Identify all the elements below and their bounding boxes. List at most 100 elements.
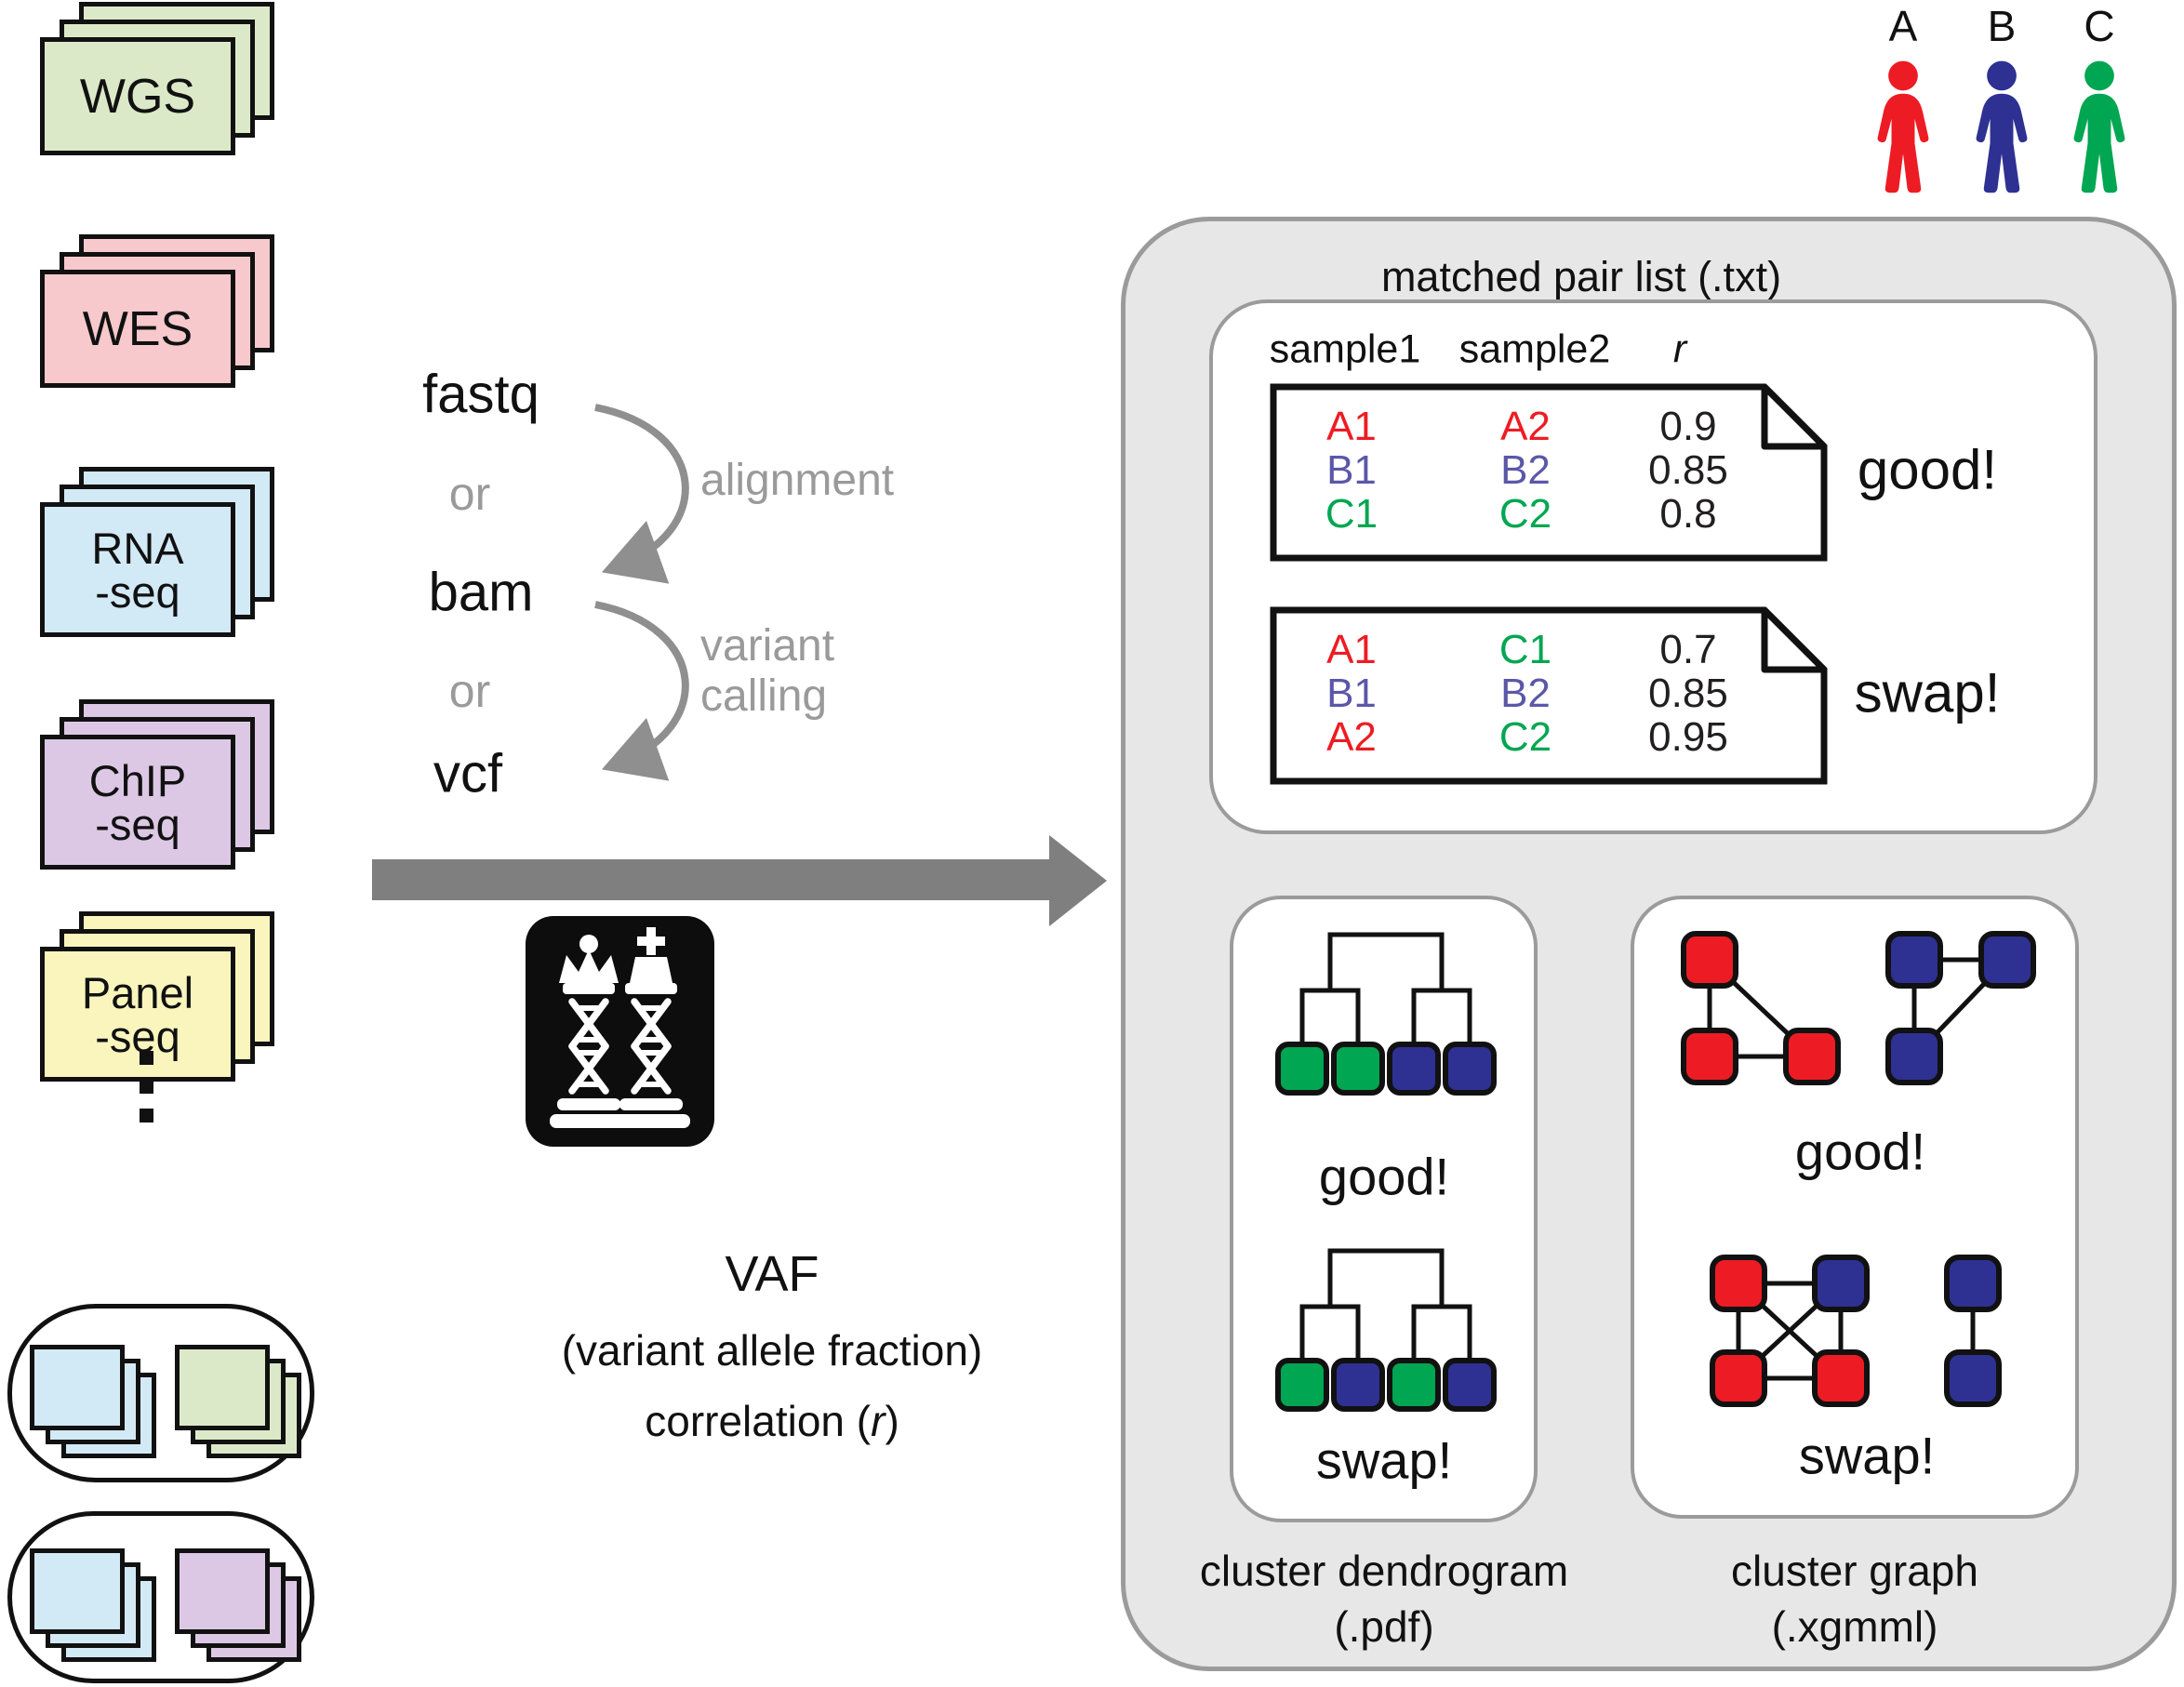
correlation-close: ) <box>885 1397 899 1445</box>
chess-pieces-graphic <box>550 927 690 1128</box>
table-cell: 0.8 <box>1659 491 1717 537</box>
card-front: Panel -seq <box>40 947 235 1082</box>
table-cell: 0.7 <box>1659 627 1717 672</box>
table-cell: A2 <box>1500 404 1551 449</box>
verdict-good-dendrogram: good! <box>1318 1147 1450 1206</box>
person-label-b: B <box>1987 2 2017 50</box>
stack-label: Panel -seq <box>81 967 194 1061</box>
folded-corner <box>1761 383 1828 450</box>
dot <box>140 1080 153 1094</box>
alignment-label: alignment <box>700 456 895 505</box>
dendrogram-leaf <box>1387 1358 1441 1412</box>
r-symbol: r <box>871 1397 886 1445</box>
verdict-good-graph: good! <box>1794 1122 1926 1181</box>
dendrogram-leaf <box>1331 1358 1385 1412</box>
graph-node <box>1812 1255 1870 1312</box>
graph-node <box>1681 1028 1738 1085</box>
dot <box>140 1109 153 1122</box>
table-cell: 0.85 <box>1648 447 1728 493</box>
person-icon-a <box>1877 60 1929 193</box>
dendrogram-leaf <box>1387 1042 1441 1096</box>
stack-label: RNA -seq <box>91 523 184 617</box>
cluster-graph-swap <box>1710 1255 2002 1407</box>
table-cell: A2 <box>1326 714 1377 760</box>
mixed-group-2 <box>7 1511 314 1683</box>
cluster-graph-good <box>1681 931 2036 1085</box>
dendrogram-leaf <box>1275 1358 1329 1412</box>
main-flow-arrow <box>372 835 1107 926</box>
mini-card-front <box>175 1548 270 1634</box>
verdict-good-table: good! <box>1857 438 1998 501</box>
dendrogram-good <box>1275 932 1497 1096</box>
card-front: RNA -seq <box>40 502 235 637</box>
column-header-sample2: sample2 <box>1458 326 1611 372</box>
table-cell: C2 <box>1498 714 1552 760</box>
or-label: or <box>448 665 491 717</box>
mini-card-front <box>175 1345 270 1430</box>
graph-node <box>1681 931 1738 989</box>
graph-node <box>1710 1349 1767 1407</box>
stack-label: WES <box>82 301 193 356</box>
person-silhouette <box>2073 60 2125 193</box>
mixed-group-1 <box>7 1304 314 1482</box>
vaf-correlation-line: correlation (r) <box>645 1396 899 1446</box>
card-front: WES <box>40 270 235 388</box>
table-cell: C2 <box>1498 491 1552 537</box>
dendrogram-leaf <box>1443 1042 1497 1096</box>
pair-list-document-1 <box>1270 383 1828 562</box>
table-cell: 0.9 <box>1659 404 1717 449</box>
graph-node <box>1944 1255 2002 1312</box>
verdict-swap-graph: swap! <box>1798 1426 1936 1485</box>
vaf-chess-dna-icon <box>526 916 714 1147</box>
graph-node <box>1944 1349 2002 1407</box>
dendrogram-leaf <box>1275 1042 1329 1096</box>
table-cell: B1 <box>1326 447 1377 493</box>
column-header-sample1: sample1 <box>1269 326 1421 372</box>
vaf-subtitle: (variant allele fraction) <box>561 1326 983 1375</box>
dendrogram-leaf <box>1443 1358 1497 1412</box>
graph-node <box>1812 1349 1870 1407</box>
table-cell: B1 <box>1326 671 1377 716</box>
matched-pair-list-title: matched pair list (.txt) <box>1380 253 1782 300</box>
table-cell: A1 <box>1326 404 1377 449</box>
stage-vcf: vcf <box>433 743 503 804</box>
dendrogram-caption: cluster dendrogram (.pdf) <box>1199 1547 1569 1651</box>
stage-fastq: fastq <box>422 364 539 425</box>
dot <box>140 1051 153 1065</box>
table-cell: B2 <box>1500 447 1551 493</box>
table-cell: 0.95 <box>1648 714 1728 760</box>
graph-node <box>1783 1028 1841 1085</box>
graph-caption: cluster graph (.xgmml) <box>1731 1547 1978 1651</box>
cluster-graph-panel <box>1631 896 2079 1519</box>
graph-node <box>1710 1255 1767 1312</box>
stack-label: WGS <box>79 69 196 124</box>
stage-bam: bam <box>428 562 534 623</box>
verdict-swap-dendrogram: swap! <box>1315 1430 1453 1490</box>
dendrogram-branches <box>1299 932 1472 1046</box>
table-cell: C1 <box>1498 627 1552 672</box>
folded-corner <box>1761 606 1828 673</box>
graph-node <box>1885 1028 1943 1085</box>
person-silhouette <box>1976 60 2028 193</box>
pair-list-document-2 <box>1270 606 1828 785</box>
dendrogram-branches <box>1299 1248 1472 1362</box>
dendrogram-panel <box>1230 896 1538 1522</box>
variant-calling-label: variant calling <box>700 621 835 721</box>
dendrogram-leaf <box>1331 1042 1385 1096</box>
person-icon-b <box>1976 60 2028 193</box>
table-cell: C1 <box>1325 491 1378 537</box>
person-label-c: C <box>2084 2 2115 50</box>
person-silhouette <box>1877 60 1929 193</box>
graph-node <box>1885 931 1943 989</box>
person-label-a: A <box>1888 2 1918 50</box>
table-cell: A1 <box>1326 627 1377 672</box>
table-cell: B2 <box>1500 671 1551 716</box>
column-header-r: r <box>1672 326 1687 372</box>
mini-card-front <box>30 1345 125 1430</box>
stack-label: ChIP -seq <box>88 755 187 849</box>
variant-calling-arrow <box>594 601 689 781</box>
graph-node <box>1978 931 2036 989</box>
document-outline <box>1270 383 1828 562</box>
alignment-arrow <box>594 404 689 584</box>
document-outline <box>1270 606 1828 785</box>
